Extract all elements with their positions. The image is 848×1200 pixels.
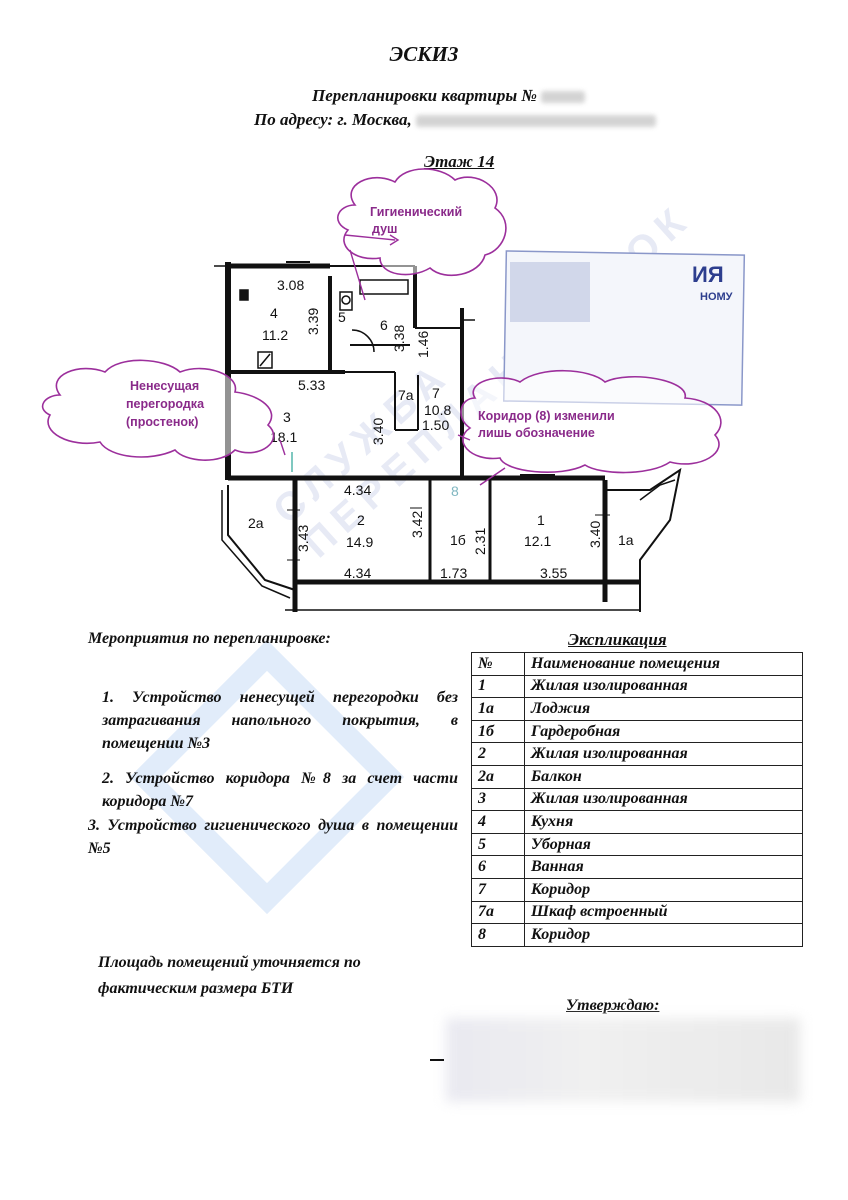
note-partition-line3: (простенок)	[126, 415, 198, 429]
note-hygiene-line2: душ	[372, 222, 397, 236]
measures-title: Мероприятия по перепланировке:	[88, 630, 331, 647]
room-4-area: 11.2	[262, 327, 288, 343]
address-label: По адресу: г. Москва,	[254, 110, 412, 129]
cloud-hygiene-shower	[337, 168, 507, 277]
room-1-number: 1	[537, 512, 545, 528]
stamp: ИЯ НОМУ	[502, 250, 746, 406]
room-7-area: 10.8	[424, 402, 451, 418]
measure-item-2: 2. Устройство коридора №8 за счет части …	[102, 770, 458, 810]
note-hygiene-line1: Гигиенический	[370, 205, 462, 219]
floor-label: Этаж 14	[424, 152, 495, 171]
dim-3-38: 3.38	[391, 325, 407, 352]
dim-5-33: 5.33	[298, 377, 325, 393]
plan-walls	[214, 261, 682, 612]
explication-title: Экспликация	[568, 630, 667, 649]
dim-2-31: 2.31	[472, 528, 488, 555]
cloud-corridor-note	[460, 369, 722, 474]
approve-label: Утверждаю:	[566, 997, 660, 1014]
annotation-text: Гигиенический душ Ненесущая перегородка …	[126, 205, 615, 440]
room-2-area: 14.9	[346, 534, 373, 550]
document-title: ЭСКИЗ	[389, 42, 459, 66]
redacted-apartment-number	[541, 91, 586, 104]
header-number: №	[471, 652, 525, 676]
room-5-number: 5	[338, 309, 346, 325]
measure-item-3: 3. Устройство гигиенического душа в поме…	[88, 817, 458, 857]
apartment-label: Перепланировки квартиры №	[312, 86, 537, 105]
room-3-area: 18.1	[270, 429, 297, 445]
room-2-number: 2	[357, 512, 365, 528]
dim-3-39: 3.39	[305, 308, 321, 335]
dim-4-34-bottom: 4.34	[344, 565, 371, 581]
dim-3-42: 3.42	[409, 511, 425, 538]
room-1a-number: 1а	[618, 532, 634, 548]
dim-4-34-top: 4.34	[344, 482, 371, 498]
dim-3-55: 3.55	[540, 565, 567, 581]
room-2a-number: 2а	[248, 515, 264, 531]
annotation-arrows	[279, 234, 506, 486]
area-note-line1: Площадь помещений уточняется по	[98, 954, 361, 971]
dim-3-43: 3.43	[295, 525, 311, 552]
dim-3-40-room1: 3.40	[587, 521, 603, 548]
apartment-line: Перепланировки квартиры №	[312, 86, 586, 106]
room-3-number: 3	[283, 409, 291, 425]
redacted-signature	[446, 1018, 800, 1102]
annotation-clouds	[41, 168, 722, 474]
area-note-line2: фактическим размера БТИ	[98, 980, 294, 997]
plan-labels: 3.08 4 11.2 3.39 5 6 3.38 1.46 5.33 7а 7…	[248, 277, 634, 581]
room-7-number: 7	[432, 385, 440, 401]
note-corridor-line1: Коридор (8) изменили	[478, 409, 615, 423]
plan-fixtures	[239, 279, 409, 369]
dim-1-46: 1.46	[415, 331, 431, 358]
room-4-number: 4	[270, 305, 278, 321]
room-8-number: 8	[451, 483, 459, 499]
floor-plan: ИЯ НОМУ	[41, 168, 746, 612]
dim-1-50: 1.50	[422, 417, 449, 433]
dim-3-08: 3.08	[277, 277, 304, 293]
note-corridor-line2: лишь обозначение	[478, 426, 595, 440]
room-1-area: 12.1	[524, 533, 551, 549]
note-partition-line2: перегородка	[126, 397, 205, 411]
stamp-text-1: ИЯ	[692, 262, 724, 287]
redacted-address	[415, 115, 656, 128]
room-6-number: 6	[380, 317, 388, 333]
address-line: По адресу: г. Москва,	[254, 110, 656, 130]
header-room-name: Наименование помещения	[524, 652, 803, 676]
room-7a-number: 7а	[398, 387, 414, 403]
room-1b-number: 1б	[450, 532, 466, 548]
cloud-partition	[41, 359, 275, 461]
table-header-row: № Наименование помещения	[471, 652, 803, 676]
dim-1-73: 1.73	[440, 565, 467, 581]
dim-3-40-hall: 3.40	[370, 418, 386, 445]
measure-item-1: 1. Устройство ненесущей перегородки без …	[102, 689, 458, 752]
stamp-text-2: НОМУ	[700, 291, 733, 303]
area-note: Площадь помещений уточняется по фактичес…	[98, 950, 361, 1002]
signature-line	[430, 1059, 444, 1061]
note-partition-line1: Ненесущая	[130, 379, 199, 393]
